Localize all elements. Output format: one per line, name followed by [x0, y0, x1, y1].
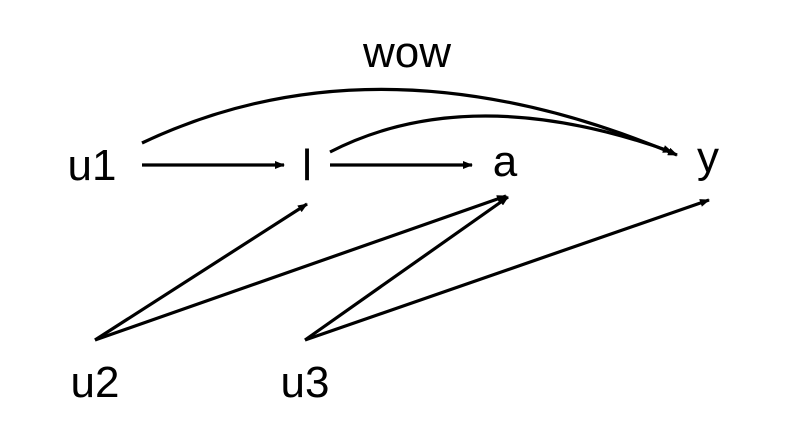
node-u3: u3: [281, 358, 330, 407]
edge-label-wow: wow: [362, 28, 451, 77]
edge-u3-y: [304, 198, 710, 342]
node-u1: u1: [68, 141, 117, 190]
edge-u2-a: [94, 194, 507, 342]
node-a: a: [493, 137, 518, 186]
edge-u1-y: [141, 87, 678, 157]
edge-u2-l: [94, 202, 308, 342]
node-y: y: [697, 133, 719, 182]
edge-l-y: [329, 114, 673, 154]
edge-u3-a: [304, 195, 509, 342]
node-u2: u2: [71, 358, 120, 407]
node-l: l: [302, 141, 312, 190]
